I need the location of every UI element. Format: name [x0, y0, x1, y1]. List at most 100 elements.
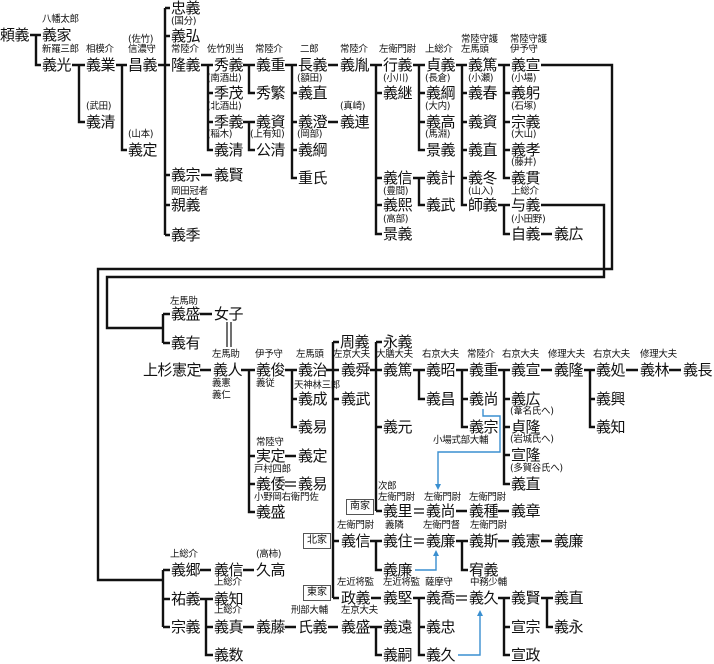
person-title-annotation: (北酒出): [207, 101, 242, 112]
person-title-annotation: (豊間): [383, 186, 409, 197]
person-name: 義信: [214, 561, 244, 579]
person-name: 義綱: [426, 84, 456, 102]
person-title-annotation: 上総介: [214, 605, 242, 616]
person-name: 義連: [340, 113, 370, 131]
person-name: 永義: [383, 333, 413, 351]
branch-family-label: 南家: [346, 499, 374, 515]
person-title-annotation: (佐竹): [128, 34, 154, 45]
person-name: 義久: [469, 589, 499, 607]
person-name: 義章: [511, 502, 541, 520]
person-name: 義資: [256, 113, 286, 131]
person-name: 義忠: [426, 618, 456, 636]
person-name: 義広: [511, 390, 541, 408]
person-name: 義林: [640, 361, 670, 379]
person-title-annotation: 左京大夫: [341, 605, 378, 616]
person-name: 義盛: [171, 305, 201, 323]
lineage-lines: [30, 6, 681, 657]
person-name: 宣隆: [511, 446, 541, 464]
person-title-annotation: 刑部大輔: [291, 605, 328, 616]
person-name: 義倭: [256, 475, 286, 493]
person-title-annotation: 大膳大夫: [376, 349, 413, 360]
person-name: 義住: [383, 532, 413, 550]
person-name: 義人: [213, 361, 243, 379]
person-title-annotation: (稲木): [207, 129, 233, 140]
person-name: 義資: [468, 113, 498, 131]
person-name: 女子: [214, 305, 244, 323]
person-name: 義有: [171, 334, 201, 352]
person-title-annotation: (岡部): [297, 129, 323, 140]
person-title-annotation: (多賀谷氏へ): [510, 463, 563, 474]
person-name: 宣政: [511, 646, 541, 664]
person-title-annotation: (山入): [468, 186, 494, 197]
person-title-annotation: (山本): [128, 129, 154, 140]
person-name: 義宣: [511, 56, 541, 74]
person-title-annotation: 義仁: [212, 390, 231, 401]
person-title-annotation: (長倉): [425, 73, 451, 84]
person-name: 義廉: [554, 532, 584, 550]
person-title-annotation: 新羅三郎: [42, 44, 79, 55]
person-name: 義直: [468, 141, 498, 159]
person-name: 義藤: [256, 618, 286, 636]
person-title-annotation: (真崎): [340, 101, 366, 112]
person-title-annotation: 右京大夫: [593, 349, 630, 360]
person-title-annotation: 信濃守: [128, 44, 156, 55]
person-name: 義直: [554, 589, 584, 607]
person-name: 義孝: [511, 141, 541, 159]
person-title-annotation: 修理大夫: [640, 349, 677, 360]
person-name: 義易: [298, 418, 328, 436]
person-name: 義直: [511, 475, 541, 493]
person-title-annotation: 義従: [256, 378, 275, 389]
person-name: 義信: [341, 532, 371, 550]
person-name: 義業: [86, 56, 116, 74]
person-title-annotation: (小田野): [511, 214, 546, 225]
person-name: 義熙: [383, 196, 413, 214]
person-name: 義弘: [171, 27, 201, 45]
person-name: 頼義: [0, 26, 30, 44]
person-title-annotation: 左衛門尉: [378, 492, 415, 503]
person-title-annotation: 右京大夫: [502, 349, 539, 360]
person-name: 義信: [383, 169, 413, 187]
person-title-annotation: 相模介: [86, 44, 114, 55]
person-name: 義季: [171, 226, 201, 244]
marriage-adoption-double-lines: [226, 322, 467, 601]
person-title-annotation: 義隣: [385, 520, 404, 531]
person-name: 義広: [554, 225, 584, 243]
person-name: 義胤: [340, 56, 370, 74]
person-title-annotation: 中務少輔: [470, 577, 507, 588]
person-title-annotation: (武田): [86, 101, 112, 112]
person-name: 義俊: [256, 361, 286, 379]
person-name: 貞義: [426, 56, 456, 74]
person-name: 宗義: [171, 618, 201, 636]
person-title-annotation: (岩城氏へ): [510, 434, 554, 445]
person-name: 義盛: [256, 503, 286, 521]
person-name: 義隆: [554, 361, 584, 379]
person-name: 宥義: [469, 561, 499, 579]
person-name: 義春: [468, 84, 498, 102]
person-name: 義定: [298, 447, 328, 465]
person-name: 義武: [341, 390, 371, 408]
person-title-annotation: (上有知): [250, 129, 285, 140]
person-title-annotation: 上総介: [170, 549, 198, 560]
person-title-annotation: 常陸守護: [461, 34, 498, 45]
person-name: 義種: [469, 502, 499, 520]
person-name: 義成: [298, 390, 328, 408]
person-title-annotation: 常陸介: [171, 44, 199, 55]
person-name: 義憲: [511, 532, 541, 550]
person-name: 重氏: [298, 169, 328, 187]
person-name: 義里: [383, 502, 413, 520]
person-title-annotation: (高柿): [256, 549, 282, 560]
person-title-annotation: (大山): [511, 129, 537, 140]
person-title-annotation: (小川): [383, 73, 409, 84]
person-name: 義処: [596, 361, 626, 379]
person-name: 義重: [256, 56, 286, 74]
person-title-annotation: 上総介: [214, 577, 242, 588]
person-title-annotation: (南酒出): [207, 73, 242, 84]
person-name: 義尚: [426, 502, 456, 520]
person-name: 義興: [596, 390, 626, 408]
person-title-annotation: 左馬頭: [461, 44, 489, 55]
person-name: 与義: [511, 196, 541, 214]
person-title-annotation: 修理大夫: [548, 349, 585, 360]
person-name: 義昭: [426, 361, 456, 379]
person-name: 義澄: [298, 113, 328, 131]
person-title-annotation: (国分): [171, 16, 197, 27]
